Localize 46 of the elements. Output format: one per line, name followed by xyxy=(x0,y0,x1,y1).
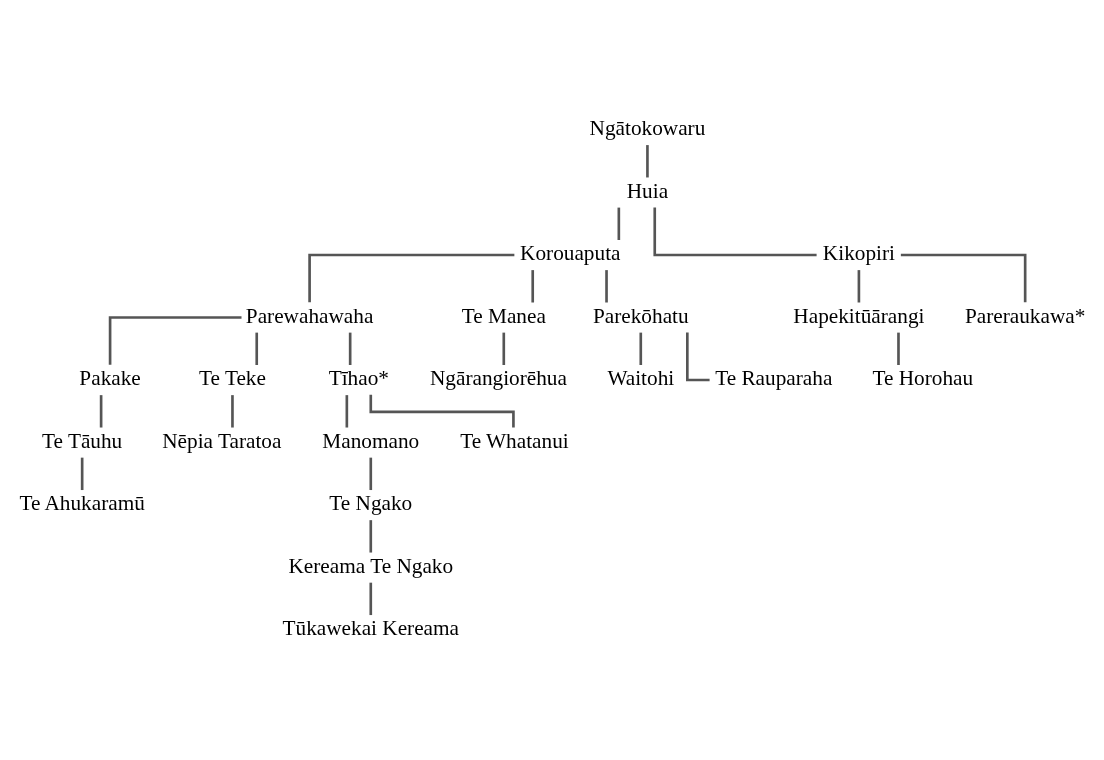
node-text: Manomano xyxy=(322,428,420,453)
connector xyxy=(639,332,643,365)
node-text: Te Ngako xyxy=(329,491,413,516)
node-text: Pareraukawa* xyxy=(964,303,1086,328)
node-text: Te Manea xyxy=(461,303,546,328)
connector xyxy=(686,332,710,382)
node-text: Te Whatanui xyxy=(460,428,569,453)
connector xyxy=(255,332,259,365)
node-text: Te Ahukaramū xyxy=(19,491,145,516)
connector xyxy=(231,395,234,428)
connector xyxy=(369,457,373,491)
connector xyxy=(99,395,103,428)
node-text: Pakake xyxy=(79,366,141,391)
node-text: Te Tāuhu xyxy=(42,428,123,453)
connector xyxy=(80,457,84,491)
node-text: Te Rauparaha xyxy=(715,366,833,391)
connector xyxy=(308,253,515,303)
connector xyxy=(605,270,608,303)
connector xyxy=(531,270,535,303)
node-text: Huia xyxy=(626,178,669,203)
connector xyxy=(345,395,349,428)
node-text: Tīhao* xyxy=(328,366,389,391)
connector xyxy=(857,270,861,303)
connector xyxy=(617,207,621,240)
node-text: Parekōhatu xyxy=(592,303,689,328)
connector xyxy=(897,332,900,365)
connector xyxy=(369,520,373,553)
node-text: Waitohi xyxy=(607,366,675,391)
node-text: Parewahawaha xyxy=(245,303,374,328)
node-text: Tūkawekai Kereama xyxy=(282,616,460,641)
connector xyxy=(646,145,649,178)
node-text: Ngārangiorēhua xyxy=(429,366,567,391)
node-text: Kereama Te Ngako xyxy=(288,553,454,578)
node-text: Ngātokowaru xyxy=(589,116,706,140)
connector xyxy=(653,207,817,257)
connector xyxy=(348,332,352,365)
node-text: Hapekitūārangi xyxy=(793,303,925,328)
connector xyxy=(108,316,242,365)
node-text: Korouaputa xyxy=(520,241,621,266)
node-text: Te Horohau xyxy=(872,366,974,391)
node-text: Te Teke xyxy=(199,366,266,391)
connector xyxy=(900,253,1027,303)
connector xyxy=(369,582,373,616)
node-text: Nēpia Taratoa xyxy=(162,428,282,453)
node-text: Kikopiri xyxy=(822,241,895,266)
connector xyxy=(502,332,506,365)
